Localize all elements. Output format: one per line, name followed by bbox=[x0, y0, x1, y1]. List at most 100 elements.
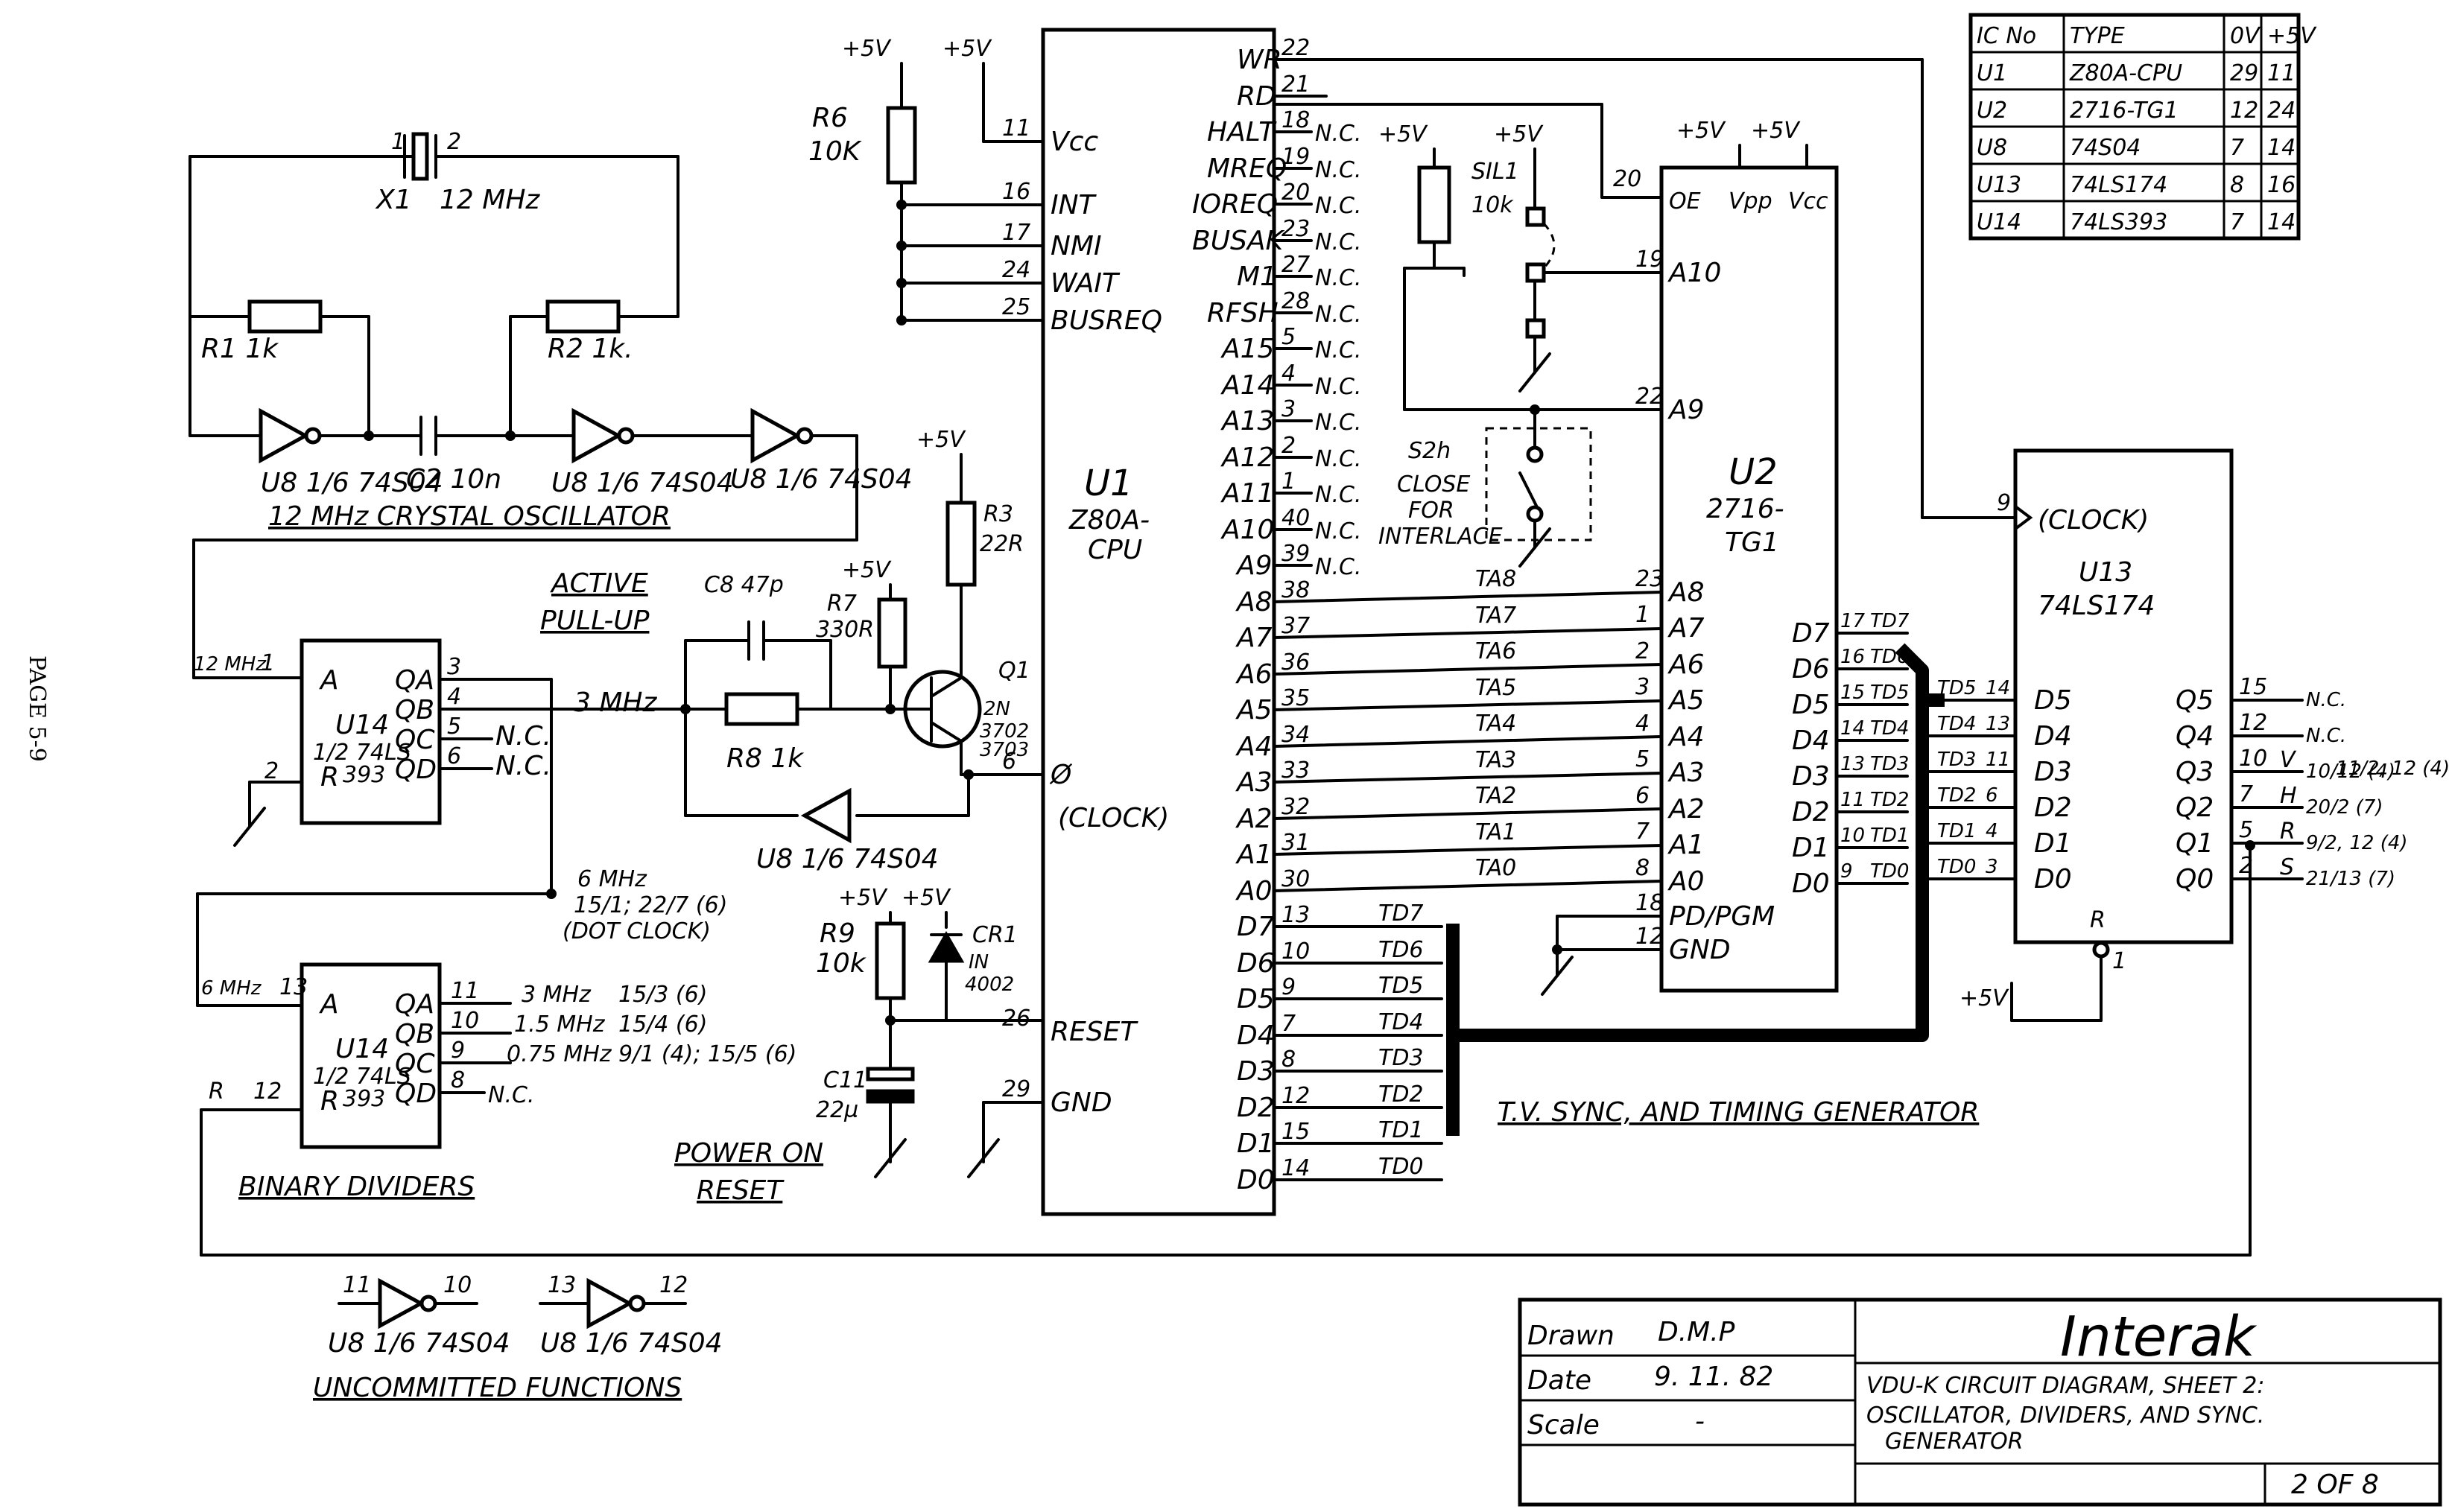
u1-net-ta7: TA7 bbox=[1475, 603, 1516, 629]
inverter-gate2 bbox=[571, 407, 623, 464]
u14b-pinnum-a: 13 bbox=[279, 974, 308, 1000]
q1-type2: 3702 bbox=[980, 720, 1029, 743]
ic-table-cell: U8 bbox=[1977, 135, 2007, 161]
u14a-pinnum-a: 1 bbox=[261, 650, 275, 676]
u14b-divider: 6 MHz A QA QB QC QD R U14 1/2 74LS 393 1… bbox=[200, 844, 2252, 1257]
u2-pin-a0: A0 bbox=[1667, 866, 1705, 897]
resistor-r7 bbox=[877, 597, 907, 669]
tb-scale-value: - bbox=[1695, 1406, 1705, 1437]
u14a-pinnum-qc: 5 bbox=[447, 714, 461, 740]
crystal-pin1: 1 bbox=[391, 129, 405, 155]
u2-left-pinnum: 3 bbox=[1635, 674, 1650, 700]
u1-pin-vcc: Vcc bbox=[1051, 127, 1098, 157]
crystal-x1 bbox=[411, 132, 429, 181]
u1-left-pinnum: 17 bbox=[1002, 220, 1030, 246]
u2-pin-pdpgm: PD/PGM bbox=[1669, 901, 1775, 932]
u1-pin-a12: A12 bbox=[1220, 442, 1274, 473]
uncommitted-gate1 bbox=[378, 1277, 425, 1330]
transistor-q1 bbox=[903, 670, 982, 749]
u1-pin-rd: RD bbox=[1237, 81, 1276, 112]
u1-pin-busreq: BUSREQ bbox=[1051, 305, 1162, 336]
u14b-type2: 393 bbox=[343, 1086, 385, 1112]
section-uncommitted-title: UNCOMMITTED FUNCTIONS bbox=[313, 1373, 682, 1403]
u2-right-pinnum: 13 bbox=[1840, 753, 1865, 775]
u1-pin-m1: M1 bbox=[1237, 261, 1277, 292]
section-tv-sync-title: T.V. SYNC, AND TIMING GENERATOR bbox=[1498, 1097, 1979, 1128]
inverter-gate1 bbox=[259, 407, 310, 464]
u1-right-pinnum: 4 bbox=[1281, 360, 1296, 387]
u14a-pin-qc: QC bbox=[395, 725, 435, 755]
u13-pin-q4: Q4 bbox=[2176, 721, 2214, 752]
u1-net-ta8: TA8 bbox=[1475, 566, 1516, 592]
u13-clock-pin: 9 bbox=[1997, 490, 2011, 516]
ic-table-cell: 14 bbox=[2267, 135, 2296, 161]
capacitor-c11 bbox=[866, 1067, 915, 1081]
u2-net-td7: TD7 bbox=[1870, 610, 1910, 632]
u1-right-pinnum: 27 bbox=[1281, 252, 1310, 278]
u1-pin-d3: D3 bbox=[1237, 1056, 1275, 1087]
u2-pin-vpp: Vpp bbox=[1729, 188, 1772, 215]
u2-right-pinnum: 15 bbox=[1840, 682, 1865, 704]
u1-pin-ioreq: IOREQ bbox=[1192, 189, 1278, 220]
u1-pin-busak: BUSAK bbox=[1192, 226, 1285, 256]
u1-right-pinnum: 1 bbox=[1281, 468, 1296, 495]
inverter-gate3 bbox=[750, 407, 802, 464]
u1-pin-a7: A7 bbox=[1235, 623, 1273, 653]
u14a-pin-a: A bbox=[319, 665, 339, 696]
r1-label: R1 1k bbox=[201, 334, 279, 364]
u14b-pin-qa: QA bbox=[395, 989, 434, 1020]
u1-net-td0: TD0 bbox=[1378, 1154, 1424, 1180]
u1-clock-label: (CLOCK) bbox=[1058, 803, 1169, 833]
jumper-vcc: +5V bbox=[1494, 121, 1544, 147]
u14b-pinnum-r: 12 bbox=[253, 1079, 282, 1105]
u1-pin-d4: D4 bbox=[1237, 1020, 1275, 1051]
u14b-r-label: R bbox=[209, 1079, 224, 1105]
u13-r-label: R bbox=[2090, 907, 2106, 933]
c11-value: 22µ bbox=[816, 1097, 858, 1123]
dot-clock-refs: 15/1; 22/7 (6) bbox=[574, 892, 727, 918]
u2-pin-vcc: Vcc bbox=[1788, 188, 1828, 215]
u13-in-net: TD2 bbox=[1937, 784, 1976, 807]
u14b-f2: 1.5 MHz bbox=[514, 1011, 606, 1038]
u1-vcc-label: +5V bbox=[942, 36, 992, 62]
u1-pin-a15: A15 bbox=[1220, 334, 1274, 364]
u14b-pin-qc: QC bbox=[395, 1049, 435, 1079]
u1-right-pinnum: 10 bbox=[1281, 938, 1310, 965]
resistor-r9 bbox=[875, 921, 906, 1000]
u1-net-td2: TD2 bbox=[1378, 1081, 1424, 1108]
u2-net-td1: TD1 bbox=[1870, 825, 1909, 847]
cr1-type1: IN bbox=[969, 951, 989, 973]
u1-right-pinnum: 13 bbox=[1281, 902, 1310, 928]
r6-value: 10K bbox=[808, 136, 862, 167]
u14a-type: 1/2 74LS bbox=[313, 740, 411, 766]
r9-value: 10k bbox=[816, 948, 867, 979]
u1-pin-d1: D1 bbox=[1237, 1128, 1275, 1159]
u13-in-net: TD1 bbox=[1937, 820, 1976, 842]
u1-pin-a6: A6 bbox=[1235, 659, 1273, 690]
u13-r-pin: 1 bbox=[2112, 948, 2126, 974]
power-on-reset: +5V R9 10k +5V CR1 IN 4002 C11 22µ POWER… bbox=[674, 885, 1045, 1206]
ug1-label: U8 1/6 74S04 bbox=[328, 1328, 510, 1359]
resistor-r8 bbox=[724, 692, 799, 726]
pullup-title-1: ACTIVE bbox=[550, 568, 648, 599]
r6-label: R6 bbox=[812, 103, 848, 133]
u2-right-pinnum: 17 bbox=[1840, 610, 1866, 632]
u2-left-pinnum: 23 bbox=[1635, 566, 1664, 592]
tb-drawn-value: D.M.P bbox=[1658, 1317, 1735, 1347]
u13-out-ref: 9/2, 12 (4) bbox=[2306, 832, 2408, 854]
ic-table-cell: 7 bbox=[2230, 135, 2244, 161]
u2-vcc-vcc: +5V bbox=[1751, 118, 1801, 144]
u14b-qd-nc: N.C. bbox=[488, 1082, 534, 1108]
ug2-out: 12 bbox=[659, 1272, 688, 1298]
u1-name: U1 bbox=[1084, 463, 1133, 504]
u2-left-pinnum: 18 bbox=[1635, 890, 1664, 916]
u1-right-pinnum: 12 bbox=[1281, 1083, 1310, 1109]
u1-right-pinnum: 33 bbox=[1281, 757, 1310, 784]
u1-net-td3: TD3 bbox=[1378, 1045, 1424, 1071]
u13-in-net: TD0 bbox=[1937, 856, 1976, 878]
u13-pin-d3: D3 bbox=[2034, 757, 2072, 787]
u14b-pin-qd: QD bbox=[395, 1079, 437, 1109]
u1-net-ta0: TA0 bbox=[1475, 855, 1516, 881]
